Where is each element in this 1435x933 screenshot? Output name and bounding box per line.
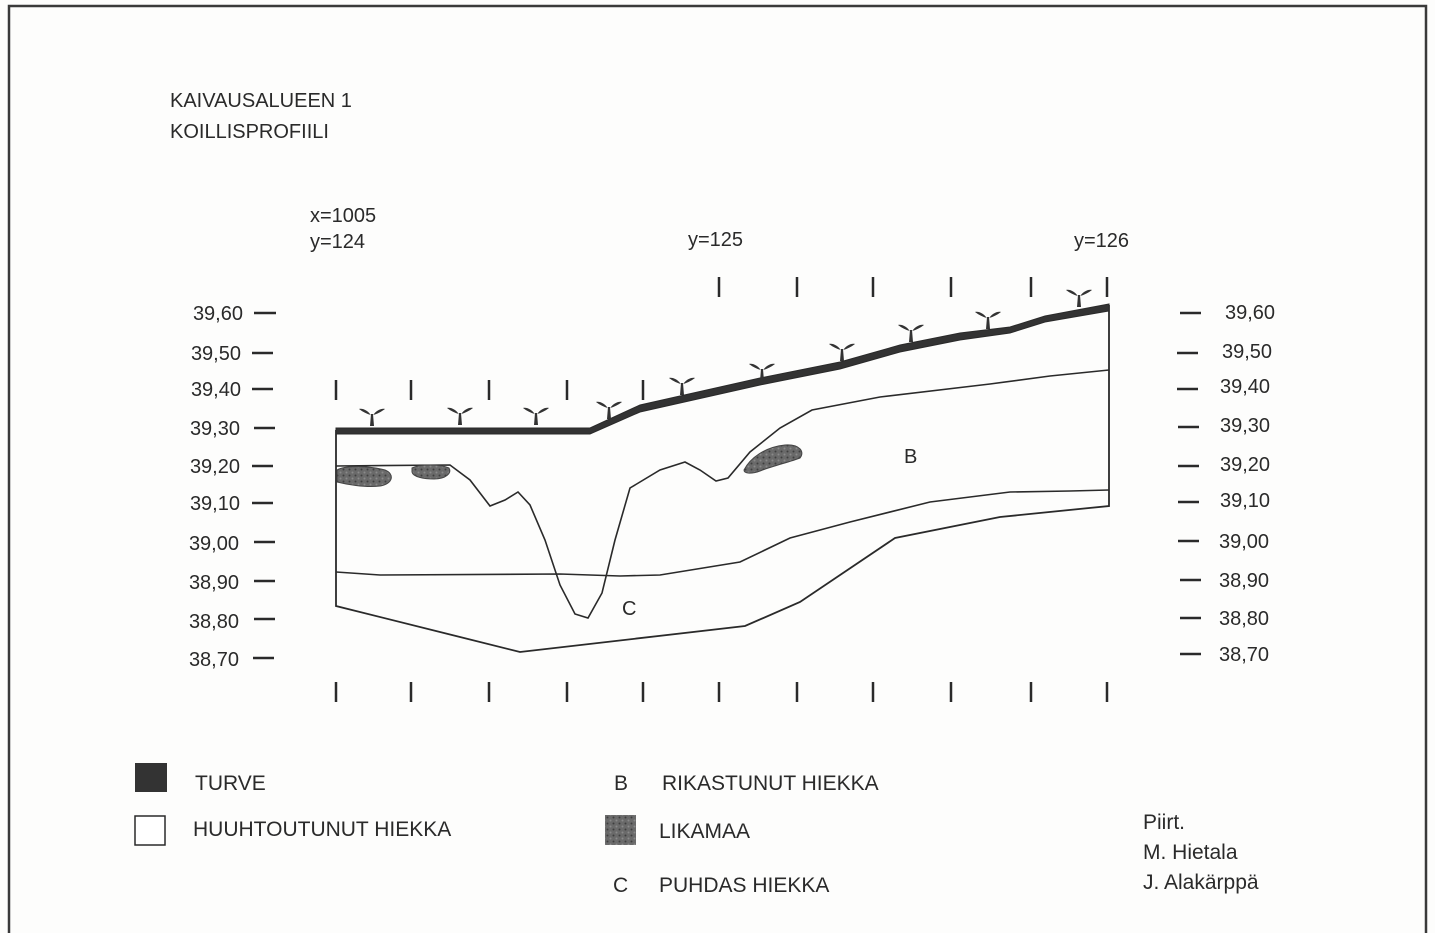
legend-likamaa: LIKAMAA xyxy=(659,820,750,843)
right-elev-3890: 38,90 xyxy=(1219,570,1269,592)
legend-b-letter: B xyxy=(614,772,628,795)
right-elev-3930: 39,30 xyxy=(1220,415,1270,437)
left-elev-3950: 39,50 xyxy=(191,343,241,365)
coord-start-x: x=1005 xyxy=(310,205,376,227)
plant-icon xyxy=(898,324,924,342)
plant-icon xyxy=(975,311,1001,329)
legend-huuhtoutunut: HUUHTOUTUNUT HIEKKA xyxy=(193,818,451,841)
plant-icon xyxy=(523,407,549,425)
legend-swatch-huuhtoutunut xyxy=(134,815,166,846)
right-elev-3960: 39,60 xyxy=(1225,302,1275,324)
credits: Piirt. M. Hietala J. Alakärppä xyxy=(1143,811,1259,894)
plant-icon xyxy=(669,377,695,395)
likamaa-patch-3 xyxy=(743,444,803,474)
right-elev-3870: 38,70 xyxy=(1219,644,1269,666)
plant-icon xyxy=(447,407,473,425)
soil-profile: B C xyxy=(335,289,1110,653)
coord-mid-y: y=125 xyxy=(688,229,743,251)
legend-swatch-turve xyxy=(135,763,167,792)
top-ticks xyxy=(717,277,1109,297)
title-line1: KAIVAUSALUEEN 1 xyxy=(170,90,352,112)
right-elev-3920: 39,20 xyxy=(1220,454,1270,476)
left-elev-3960: 39,60 xyxy=(193,303,243,325)
right-scale: 39,60 39,50 39,40 39,30 39,20 39,10 39,0… xyxy=(1177,302,1275,666)
zone-label-b: B xyxy=(904,446,917,468)
legend-rikastunut: RIKASTUNUT HIEKKA xyxy=(662,772,879,795)
upper-ticks xyxy=(334,380,645,400)
credits-line3: J. Alakärppä xyxy=(1143,871,1259,894)
left-elev-3920: 39,20 xyxy=(190,456,240,478)
title-line2: KOILLISPROFIILI xyxy=(170,121,329,143)
left-elev-3900: 39,00 xyxy=(189,533,239,555)
left-elev-3940: 39,40 xyxy=(191,379,241,401)
legend-turve: TURVE xyxy=(195,772,266,795)
left-elev-3890: 38,90 xyxy=(189,572,239,594)
c-upper-boundary xyxy=(335,489,1110,577)
left-elev-3870: 38,70 xyxy=(189,649,239,671)
left-elev-3930: 39,30 xyxy=(190,418,240,440)
left-scale: 39,60 39,50 39,40 39,30 39,20 39,10 39,0… xyxy=(189,303,276,671)
right-elev-3880: 38,80 xyxy=(1219,608,1269,630)
legend-c-letter: C xyxy=(613,874,628,897)
b-upper-boundary xyxy=(335,369,1110,619)
credits-line1: Piirt. xyxy=(1143,811,1185,834)
sheet-frame xyxy=(7,4,1428,933)
legend-swatch-likamaa xyxy=(605,815,636,845)
right-elev-3900: 39,00 xyxy=(1219,531,1269,553)
coord-end-y: y=126 xyxy=(1074,230,1129,252)
plant-icon xyxy=(1066,289,1092,307)
credits-line2: M. Hietala xyxy=(1143,841,1238,864)
zone-label-c: C xyxy=(622,598,636,620)
likamaa-patch-1 xyxy=(336,466,392,487)
right-elev-3910: 39,10 xyxy=(1220,490,1270,512)
right-elev-3940: 39,40 xyxy=(1220,376,1270,398)
turve-layer xyxy=(335,303,1110,435)
likamaa-patch-2 xyxy=(411,464,451,480)
bottom-ticks xyxy=(334,682,1109,702)
left-elev-3880: 38,80 xyxy=(189,611,239,633)
coord-start-y: y=124 xyxy=(310,231,365,253)
right-elev-3950: 39,50 xyxy=(1222,341,1272,363)
legend: TURVE HUUHTOUTUNUT HIEKKA B RIKASTUNUT H… xyxy=(134,763,879,897)
profile-outline xyxy=(335,305,1110,653)
left-elev-3910: 39,10 xyxy=(190,493,240,515)
legend-puhdas: PUHDAS HIEKKA xyxy=(659,874,829,897)
plant-icon xyxy=(359,408,385,426)
